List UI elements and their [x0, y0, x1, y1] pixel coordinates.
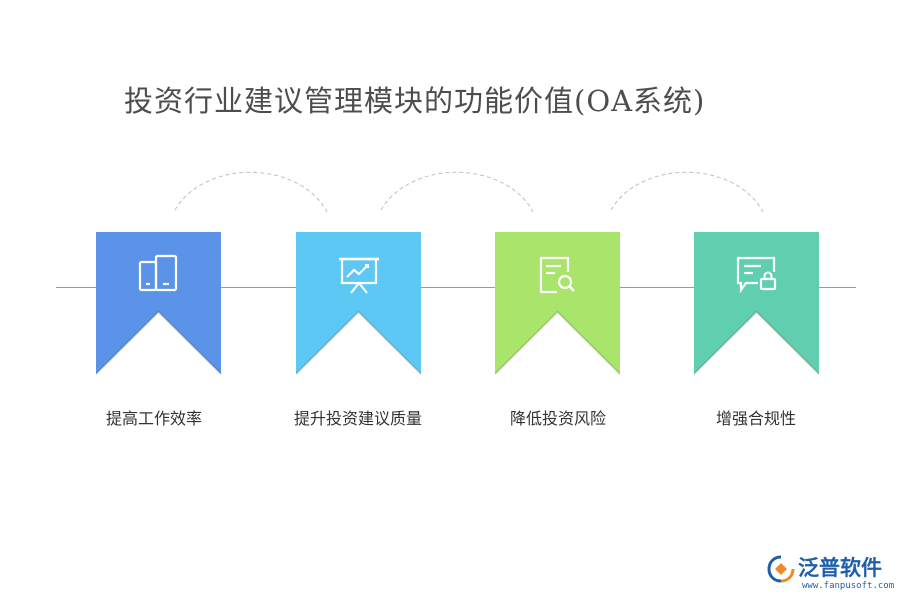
item-label-3: 降低投资风险 [509, 409, 606, 428]
ribbon-card-4 [693, 232, 820, 375]
brand-name: 泛普软件 [798, 556, 882, 580]
connector-arc-1 [174, 171, 328, 213]
brand-url: www.fanpusoft.com [802, 581, 895, 591]
connector-arc-3 [610, 171, 764, 213]
ribbon-card-2 [295, 232, 422, 375]
document-search-icon [539, 256, 575, 294]
brand-logo: 泛普软件 www.fanpusoft.com [766, 552, 894, 598]
item-label-2: 提升投资建议质量 [293, 409, 422, 428]
ribbon-card-3 [494, 232, 621, 375]
timeline-axis [56, 287, 856, 288]
ribbon-card-1 [95, 232, 222, 375]
message-lock-icon [736, 256, 777, 294]
item-label-1: 提高工作效率 [105, 409, 202, 428]
presentation-chart-icon [339, 257, 379, 294]
ribbon-shape-4 [693, 232, 820, 375]
ribbon-shape-2 [295, 232, 422, 375]
connector-arc-2 [380, 171, 534, 213]
page-title: 投资行业建议管理模块的功能价值(OA系统) [124, 84, 706, 118]
devices-icon [138, 254, 178, 292]
fanpu-logo-icon [767, 555, 795, 583]
ribbon-shape-3 [494, 232, 621, 375]
ribbon-shape-1 [95, 232, 222, 375]
item-label-4: 增强合规性 [715, 409, 796, 428]
